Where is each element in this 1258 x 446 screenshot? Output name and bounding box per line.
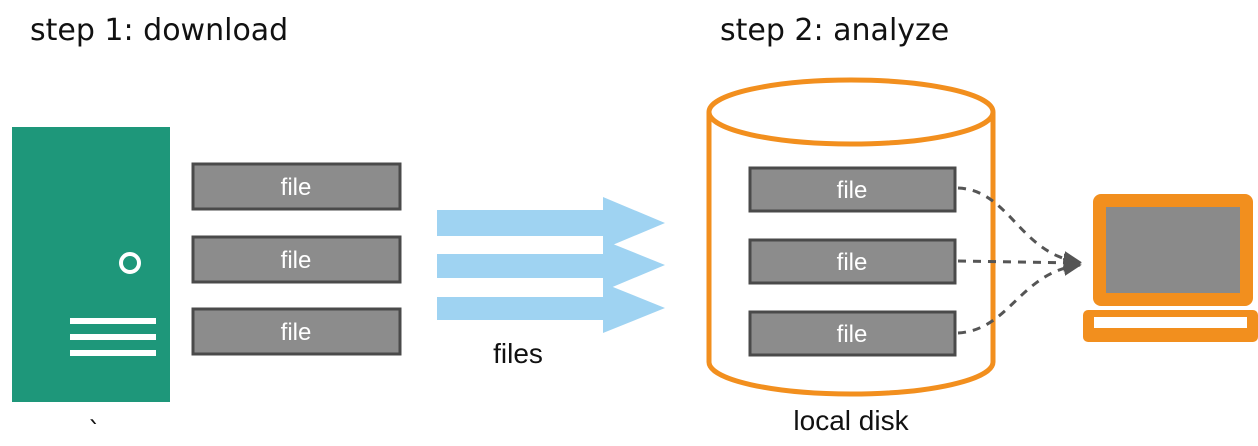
remote-file-label: file [281, 247, 312, 274]
connector-top [957, 186, 1082, 270]
step1-heading: step 1: download [30, 13, 288, 48]
connector-middle [957, 253, 1082, 272]
local-files: file file file [748, 166, 957, 357]
transfer-arrows [437, 197, 665, 333]
remote-file-label: file [281, 174, 312, 201]
remote-file: file [191, 235, 402, 284]
transfer-arrow [437, 240, 665, 291]
laptop-icon [1083, 194, 1258, 342]
local-file-label: file [837, 321, 868, 348]
server-tick-mark: ` [88, 417, 101, 446]
step2-heading: step 2: analyze [720, 13, 949, 48]
remote-file: file [191, 307, 402, 356]
disk-label: local disk [793, 405, 909, 436]
remote-files: file file file [191, 162, 402, 356]
transfer-arrow [437, 283, 665, 333]
local-file-label: file [837, 177, 868, 204]
connector-bottom [957, 257, 1082, 335]
transfer-label: files [493, 338, 543, 369]
local-file: file [748, 238, 957, 285]
local-file: file [748, 310, 957, 357]
remote-file-label: file [281, 319, 312, 346]
server-icon [12, 127, 170, 402]
local-file-label: file [837, 249, 868, 276]
transfer-arrow [437, 197, 665, 249]
remote-file: file [191, 162, 402, 211]
analysis-connectors [957, 186, 1082, 335]
local-file: file [748, 166, 957, 213]
